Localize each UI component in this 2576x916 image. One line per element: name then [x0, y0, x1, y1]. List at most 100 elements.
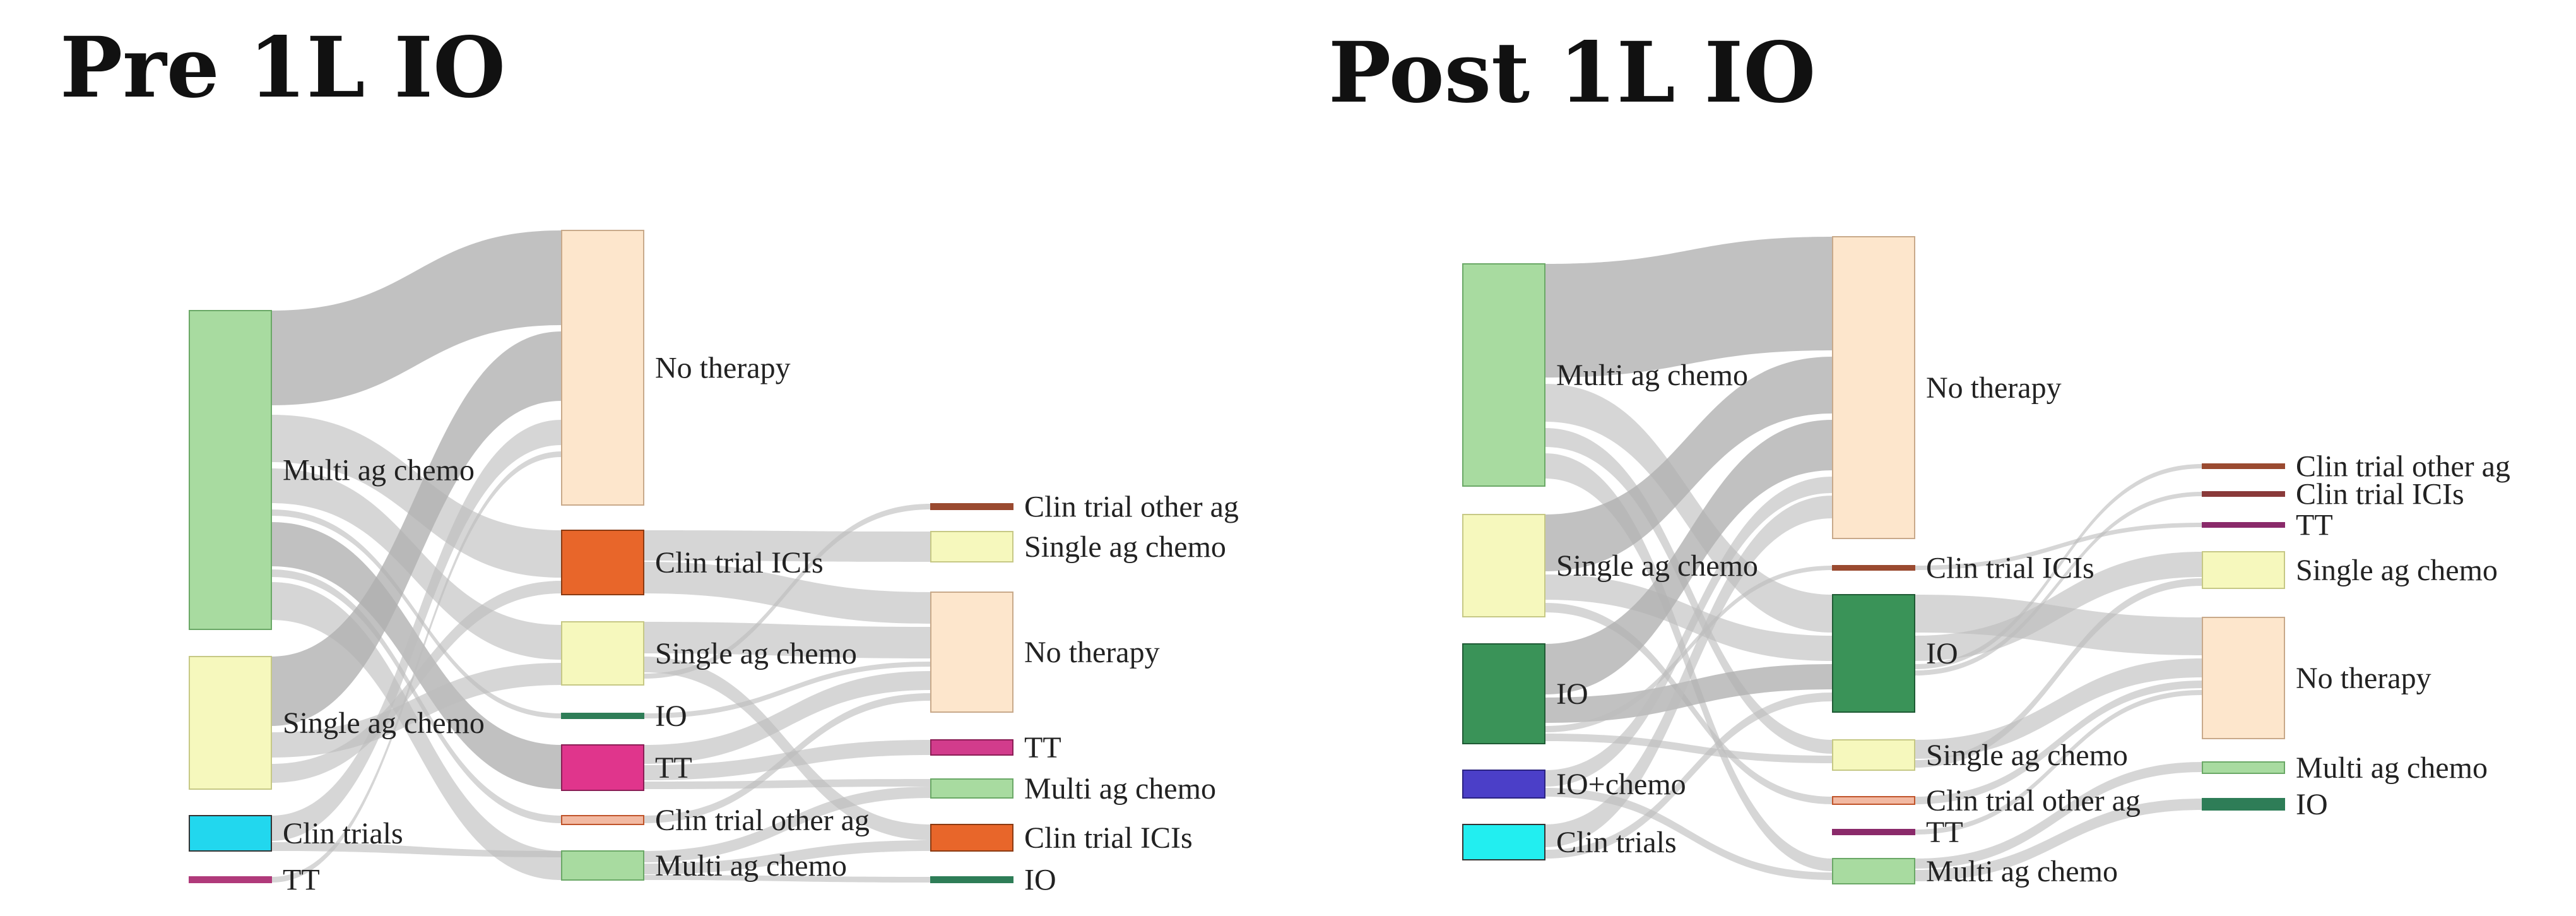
- sankey-node-c1-clin: [189, 815, 272, 852]
- sankey-node-c2-tt: [1832, 829, 1915, 835]
- sankey-node-c3-other-label: Clin trial other ag: [2296, 450, 2510, 484]
- sankey-node-c3-ici-label: Clin trial ICIs: [1024, 821, 1193, 855]
- sankey-node-c1-tt-label: TT: [283, 864, 320, 897]
- sankey-node-c3-io-label: IO: [2296, 788, 2328, 821]
- sankey-node-c2-multi-label: Multi ag chemo: [655, 849, 847, 883]
- sankey-node-c2-ici-label: Clin trial ICIs: [655, 546, 824, 580]
- sankey-node-c2-single-label: Single ag chemo: [655, 637, 857, 670]
- sankey-node-c2-io: [561, 713, 644, 719]
- sankey-node-c3-ici: [2202, 491, 2285, 497]
- sankey-flow-c1-single-to-c2-single: [271, 663, 562, 758]
- sankey-node-c2-ici-label: Clin trial ICIs: [1926, 552, 2094, 585]
- sankey-flow-c1-multi-to-c2-notx: [1545, 237, 1833, 378]
- sankey-node-c2-other-label: Clin trial other ag: [1926, 784, 2141, 818]
- sankey-flow-c2-single-to-c3-notx: [1915, 658, 2202, 759]
- sankey-node-c2-other-label: Clin trial other ag: [655, 804, 870, 837]
- sankey-flow-c1-io-to-c2-notx: [1545, 420, 1833, 694]
- sankey-node-c3-ici: [930, 824, 1013, 852]
- sankey-node-c2-single: [561, 621, 644, 686]
- sankey-flow-c1-single-to-c2-notx: [1545, 357, 1833, 571]
- sankey-flow-c2-io-to-c3-notx: [1915, 595, 2202, 655]
- sankey-flow-c1-single-to-c2-notx: [271, 331, 562, 726]
- sankey-node-c3-single-label: Single ag chemo: [2296, 554, 2498, 587]
- sankey-node-c1-clin: [1462, 824, 1545, 860]
- sankey-flow-c2-other-to-c3-notx: [644, 693, 931, 823]
- sankey-flow-c1-iochemo-to-c2-notx: [1545, 477, 1833, 787]
- sankey-node-c2-tt: [561, 744, 644, 791]
- sankey-node-c3-io: [930, 876, 1013, 883]
- sankey-flow-c2-io-to-c3-other: [1915, 464, 2202, 669]
- sankey-node-c1-multi-label: Multi ag chemo: [1556, 359, 1748, 392]
- sankey-node-c3-io-label: IO: [1024, 864, 1056, 897]
- sankey-links: [1545, 237, 2202, 881]
- sankey-node-c3-tt: [930, 739, 1013, 756]
- sankey-flow-c1-multi-to-c2-multi: [271, 582, 562, 880]
- sankey-node-c2-multi: [1832, 858, 1915, 884]
- sankey-flow-c1-multi-to-c2-io: [271, 509, 562, 718]
- sankey-node-c2-tt-label: TT: [655, 751, 692, 785]
- sankey-node-c3-multi: [930, 778, 1013, 799]
- sankey-node-c3-single: [930, 531, 1013, 562]
- sankey-flow-c2-io-to-c3-single: [1915, 552, 2202, 661]
- sankey-flow-c1-single-to-c2-io: [1545, 574, 1833, 661]
- sankey-node-c3-io: [2202, 798, 2285, 811]
- sankey-flow-c2-multi-to-c3-ici: [644, 840, 931, 874]
- sankey-flow-c1-multi-to-c2-single: [1545, 428, 1833, 754]
- sankey-node-c1-single: [189, 656, 272, 790]
- sankey-node-c2-multi: [561, 850, 644, 881]
- sankey-flow-c2-single-to-c3-notx: [644, 622, 931, 658]
- sankey-flow-c1-multi-to-c2-io: [1545, 384, 1833, 633]
- sankey-node-c1-clin-label: Clin trials: [283, 817, 403, 850]
- sankey-node-c3-multi: [2202, 761, 2285, 774]
- sankey-flow-c1-clin-to-c2-io: [1545, 693, 1833, 859]
- sankey-node-c2-multi-label: Multi ag chemo: [1926, 855, 2118, 888]
- sankey-node-c2-ici: [561, 530, 644, 595]
- sankey-node-c2-other: [1832, 796, 1915, 805]
- sankey-node-c1-multi-label: Multi ag chemo: [283, 454, 475, 487]
- sankey-flow-c1-iochemo-to-c2-multi: [1545, 788, 1833, 880]
- panel-title-post-1l-io: Post 1L IO: [1328, 24, 1816, 122]
- sankey-flow-c1-multi-to-c2-other: [271, 569, 562, 823]
- sankey-node-c3-ici-label: Clin trial ICIs: [2296, 478, 2464, 511]
- sankey-flow-c2-multi-to-c3-io: [1915, 799, 2202, 881]
- sankey-node-c2-notx-label: No therapy: [1926, 371, 2062, 405]
- sankey-node-c3-other: [2202, 463, 2285, 469]
- sankey-flow-c2-multi-to-c3-io: [644, 875, 931, 883]
- sankey-node-c1-multi: [1462, 263, 1545, 487]
- sankey-flow-c1-multi-to-c2-notx: [271, 230, 562, 405]
- sankey-node-c1-io: [1462, 643, 1545, 744]
- sankey-node-c3-tt: [2202, 522, 2285, 528]
- sankey-node-c1-iochemo: [1462, 770, 1545, 799]
- sankey-node-c2-io-label: IO: [1926, 637, 1958, 670]
- sankey-flow-c1-io-to-c2-io: [1545, 664, 1833, 723]
- sankey-node-c2-other: [561, 815, 644, 825]
- sankey-links: [271, 230, 931, 883]
- sankey-node-c3-single: [2202, 551, 2285, 589]
- sankey-node-c2-single: [1832, 739, 1915, 771]
- sankey-node-c1-single-label: Single ag chemo: [283, 706, 485, 740]
- sankey-node-c3-other-label: Clin trial other ag: [1024, 491, 1239, 524]
- sankey-node-c2-io: [1832, 594, 1915, 713]
- sankey-node-c3-notx-label: No therapy: [2296, 662, 2431, 695]
- sankey-node-c2-notx-label: No therapy: [655, 352, 791, 385]
- sankey-flow-c2-single-to-c3-ici: [644, 657, 931, 840]
- sankey-node-c3-other: [930, 503, 1013, 510]
- sankey-node-c1-iochemo-label: IO+chemo: [1556, 768, 1686, 801]
- sankey-flow-c1-single-to-c2-ici: [271, 581, 562, 783]
- sankey-node-c3-notx: [2202, 617, 2285, 739]
- sankey-flow-c2-tt-to-c3-notx: [644, 671, 931, 764]
- sankey-flow-c2-multi-to-c3-multi: [644, 787, 931, 862]
- sankey-node-c2-tt-label: TT: [1926, 816, 1963, 849]
- sankey-flow-c1-clin-to-c2-notx: [271, 420, 562, 841]
- sankey-node-c1-multi: [189, 310, 272, 630]
- sankey-node-c3-notx: [930, 592, 1013, 713]
- sankey-flow-c2-tt-to-c3-notx: [1915, 690, 2202, 835]
- sankey-node-c1-clin-label: Clin trials: [1556, 826, 1677, 859]
- sankey-node-c1-io-label: IO: [1556, 677, 1588, 711]
- sankey-flow-c2-ici-to-c3-tt: [1915, 523, 2202, 570]
- sankey-node-c3-multi-label: Multi ag chemo: [1024, 772, 1216, 806]
- sankey-node-c3-single-label: Single ag chemo: [1024, 530, 1226, 564]
